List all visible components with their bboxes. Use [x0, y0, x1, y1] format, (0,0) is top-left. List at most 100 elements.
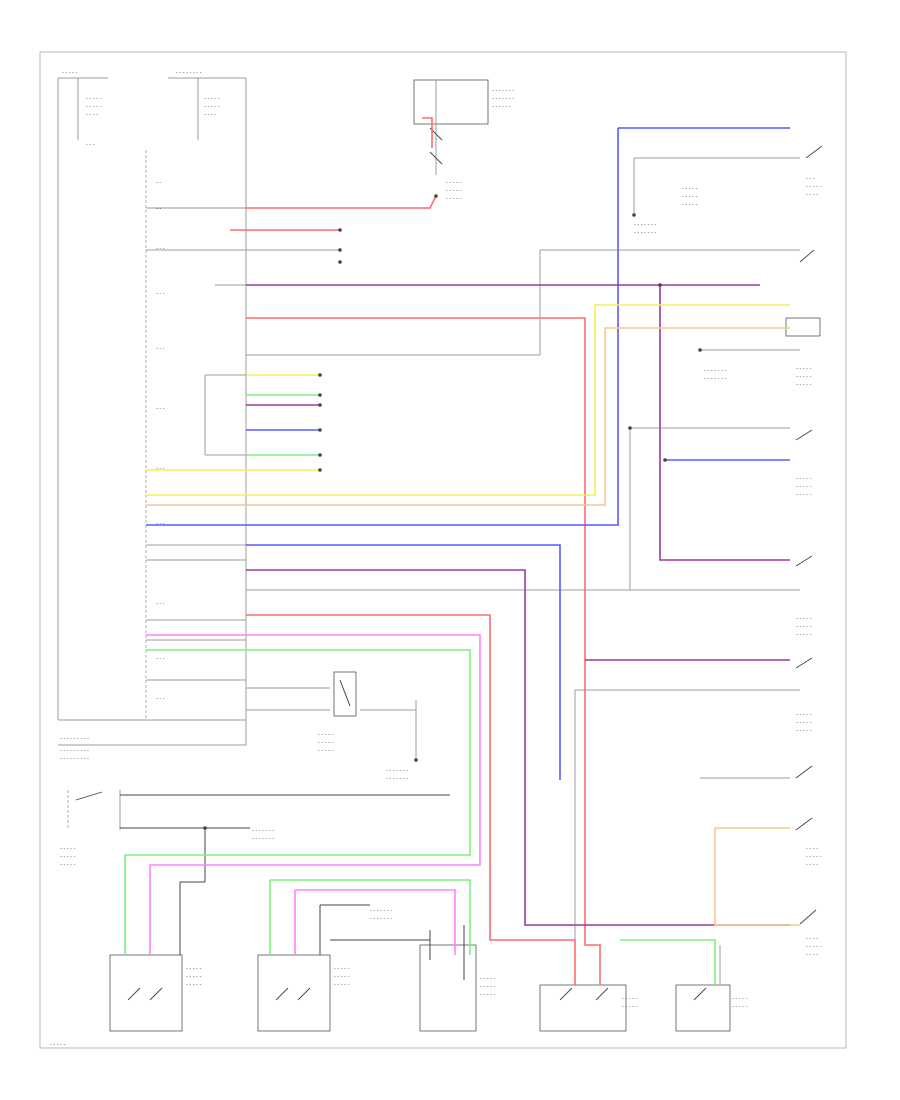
svg-text:- - - - - - -: - - - - - - - [634, 222, 656, 228]
svg-text:- - - - - - -: - - - - - - - [252, 828, 274, 834]
svg-text:- - -: - - - [156, 406, 165, 412]
svg-text:- - - - -: - - - - - [622, 996, 638, 1002]
svg-text:- - -: - - - [156, 601, 165, 607]
svg-text:- - - - -: - - - - - [682, 186, 698, 192]
connector-pins [203, 194, 702, 830]
gray-wires [146, 157, 800, 985]
svg-text:- - - - - - - -: - - - - - - - - [176, 70, 202, 76]
svg-text:- - -: - - - [806, 176, 815, 182]
door-switch-icons [785, 145, 823, 925]
svg-text:- - - -: - - - - [806, 952, 818, 958]
svg-text:- - - - -: - - - - - [334, 982, 350, 988]
svg-text:- - - - - - -: - - - - - - - [634, 230, 656, 236]
svg-text:- - - - -: - - - - - [334, 966, 350, 972]
svg-text:- - - - - - - - -: - - - - - - - - - [60, 736, 89, 742]
right-switch-labels: - - - - - - - - - - - - - - - - - - - - … [796, 176, 822, 958]
svg-text:- - - - -: - - - - - [796, 382, 812, 388]
svg-text:- - - - - -: - - - - - - [492, 104, 511, 110]
svg-text:- - - - -: - - - - - [60, 862, 76, 868]
svg-text:- - - - -: - - - - - [480, 984, 496, 990]
svg-text:- - - - -: - - - - - [480, 992, 496, 998]
svg-text:- - - - -: - - - - - [806, 854, 822, 860]
diagram-frame [39, 51, 847, 1049]
svg-text:- - - - -: - - - - - [796, 492, 812, 498]
ignition-switch-group: - - - - - - - - - - - - - - - - - - - - … [413, 79, 514, 202]
svg-text:- - - - -: - - - - - [62, 70, 78, 76]
svg-text:- - - - -: - - - - - [60, 854, 76, 860]
blue-wires [146, 127, 790, 780]
bottom-actuators: - - - - - - - - - - - - - - - - - - - - … [50, 944, 748, 1048]
svg-text:- - - -: - - - - [806, 936, 818, 942]
svg-text:- - - - -: - - - - - [682, 202, 698, 208]
svg-text:- - - - -: - - - - - [796, 374, 812, 380]
svg-text:- - - - -: - - - - - [796, 712, 812, 718]
svg-text:- - - - -: - - - - - [318, 740, 334, 746]
green-wires [124, 394, 716, 985]
svg-text:- - - - - - -: - - - - - - - [704, 376, 726, 382]
svg-text:- - - -: - - - - [806, 192, 818, 198]
svg-text:- - - - -: - - - - - [796, 616, 812, 622]
svg-text:- - - - -: - - - - - [480, 976, 496, 982]
svg-text:- - - - -: - - - - - [796, 484, 812, 490]
svg-text:- - - - -: - - - - - [60, 846, 76, 852]
pink-wires [146, 634, 481, 955]
left-door-lock-switch: - - - - - - - - - - - - - - - [60, 790, 450, 868]
red-wires [230, 117, 601, 985]
svg-text:- - - - - - -: - - - - - - - [370, 916, 392, 922]
control-module: - - - - - - - - - - - - - - - - - - - - … [58, 150, 246, 762]
fuse-block-left: - - - - - - - - - - - - - - - - - - - - … [57, 70, 108, 720]
orange-wires [146, 327, 800, 926]
svg-text:- - - - - - -: - - - - - - - [370, 908, 392, 914]
svg-text:- - - - -: - - - - - [334, 974, 350, 980]
svg-text:- - - - -: - - - - - [186, 966, 202, 972]
svg-text:- - - - - - - - -: - - - - - - - - - [60, 756, 89, 762]
svg-text:- - - - -: - - - - - [796, 624, 812, 630]
svg-text:- - - - - - -: - - - - - - - [492, 96, 514, 102]
svg-text:- - -: - - - [156, 246, 165, 252]
svg-text:- - -: - - - [156, 656, 165, 662]
svg-text:- - - - -: - - - - - [796, 720, 812, 726]
svg-text:- - - - -: - - - - - [796, 476, 812, 482]
svg-text:- - - - - - - - -: - - - - - - - - - [60, 748, 89, 754]
purple-wires [246, 284, 790, 926]
svg-text:- - - - -: - - - - - [796, 728, 812, 734]
svg-text:- - - - -: - - - - - [318, 748, 334, 754]
svg-text:- - - - - - -: - - - - - - - [386, 768, 408, 774]
svg-text:- - - - -: - - - - - [446, 180, 462, 186]
svg-text:- - - - -: - - - - - [186, 982, 202, 988]
svg-text:- - - -: - - - - [806, 862, 818, 868]
svg-text:- - - - -: - - - - - [50, 1042, 66, 1048]
yellow-wires [146, 304, 790, 496]
svg-text:- - - - -: - - - - - [622, 1004, 638, 1010]
svg-text:- - - - -: - - - - - [446, 188, 462, 194]
unlock-relay: - - - - - - - - - - - - - - - [318, 671, 417, 760]
svg-text:- - - - -: - - - - - [318, 732, 334, 738]
fuse-block-center: - - - - - - - - - - - - - - - - - - - - … [168, 70, 247, 745]
svg-text:- - - - -: - - - - - [732, 996, 748, 1002]
svg-text:- - - -: - - - - [806, 846, 818, 852]
svg-text:- - - - - - -: - - - - - - - [492, 88, 514, 94]
svg-text:- - - - - - -: - - - - - - - [386, 776, 408, 782]
svg-text:- - - - -: - - - - - [682, 194, 698, 200]
ground-labels: - - - - - - - - - - - - - - - - - - - - … [252, 186, 726, 922]
svg-text:- - -: - - - [156, 346, 165, 352]
svg-text:- - - - -: - - - - - [446, 196, 462, 202]
svg-text:- - - - -: - - - - - [796, 632, 812, 638]
svg-text:- -: - - [156, 180, 161, 186]
svg-text:- - - - -: - - - - - [86, 96, 102, 102]
svg-text:- - -: - - - [156, 696, 165, 702]
svg-text:- - - - -: - - - - - [796, 366, 812, 372]
svg-text:- - - - -: - - - - - [806, 184, 822, 190]
svg-text:- - - - -: - - - - - [806, 944, 822, 950]
svg-text:- - - - - - -: - - - - - - - [704, 368, 726, 374]
svg-text:- - -: - - - [156, 521, 165, 527]
svg-text:- - - - -: - - - - - [204, 96, 220, 102]
svg-text:- - - -: - - - - [86, 112, 98, 118]
svg-text:- - - -: - - - - [204, 112, 216, 118]
svg-text:- - - - - - -: - - - - - - - [252, 836, 274, 842]
svg-text:- - - - -: - - - - - [204, 104, 220, 110]
svg-text:- - -: - - - [156, 291, 165, 297]
svg-text:- - -: - - - [86, 142, 95, 148]
svg-text:- - - - -: - - - - - [732, 1004, 748, 1010]
